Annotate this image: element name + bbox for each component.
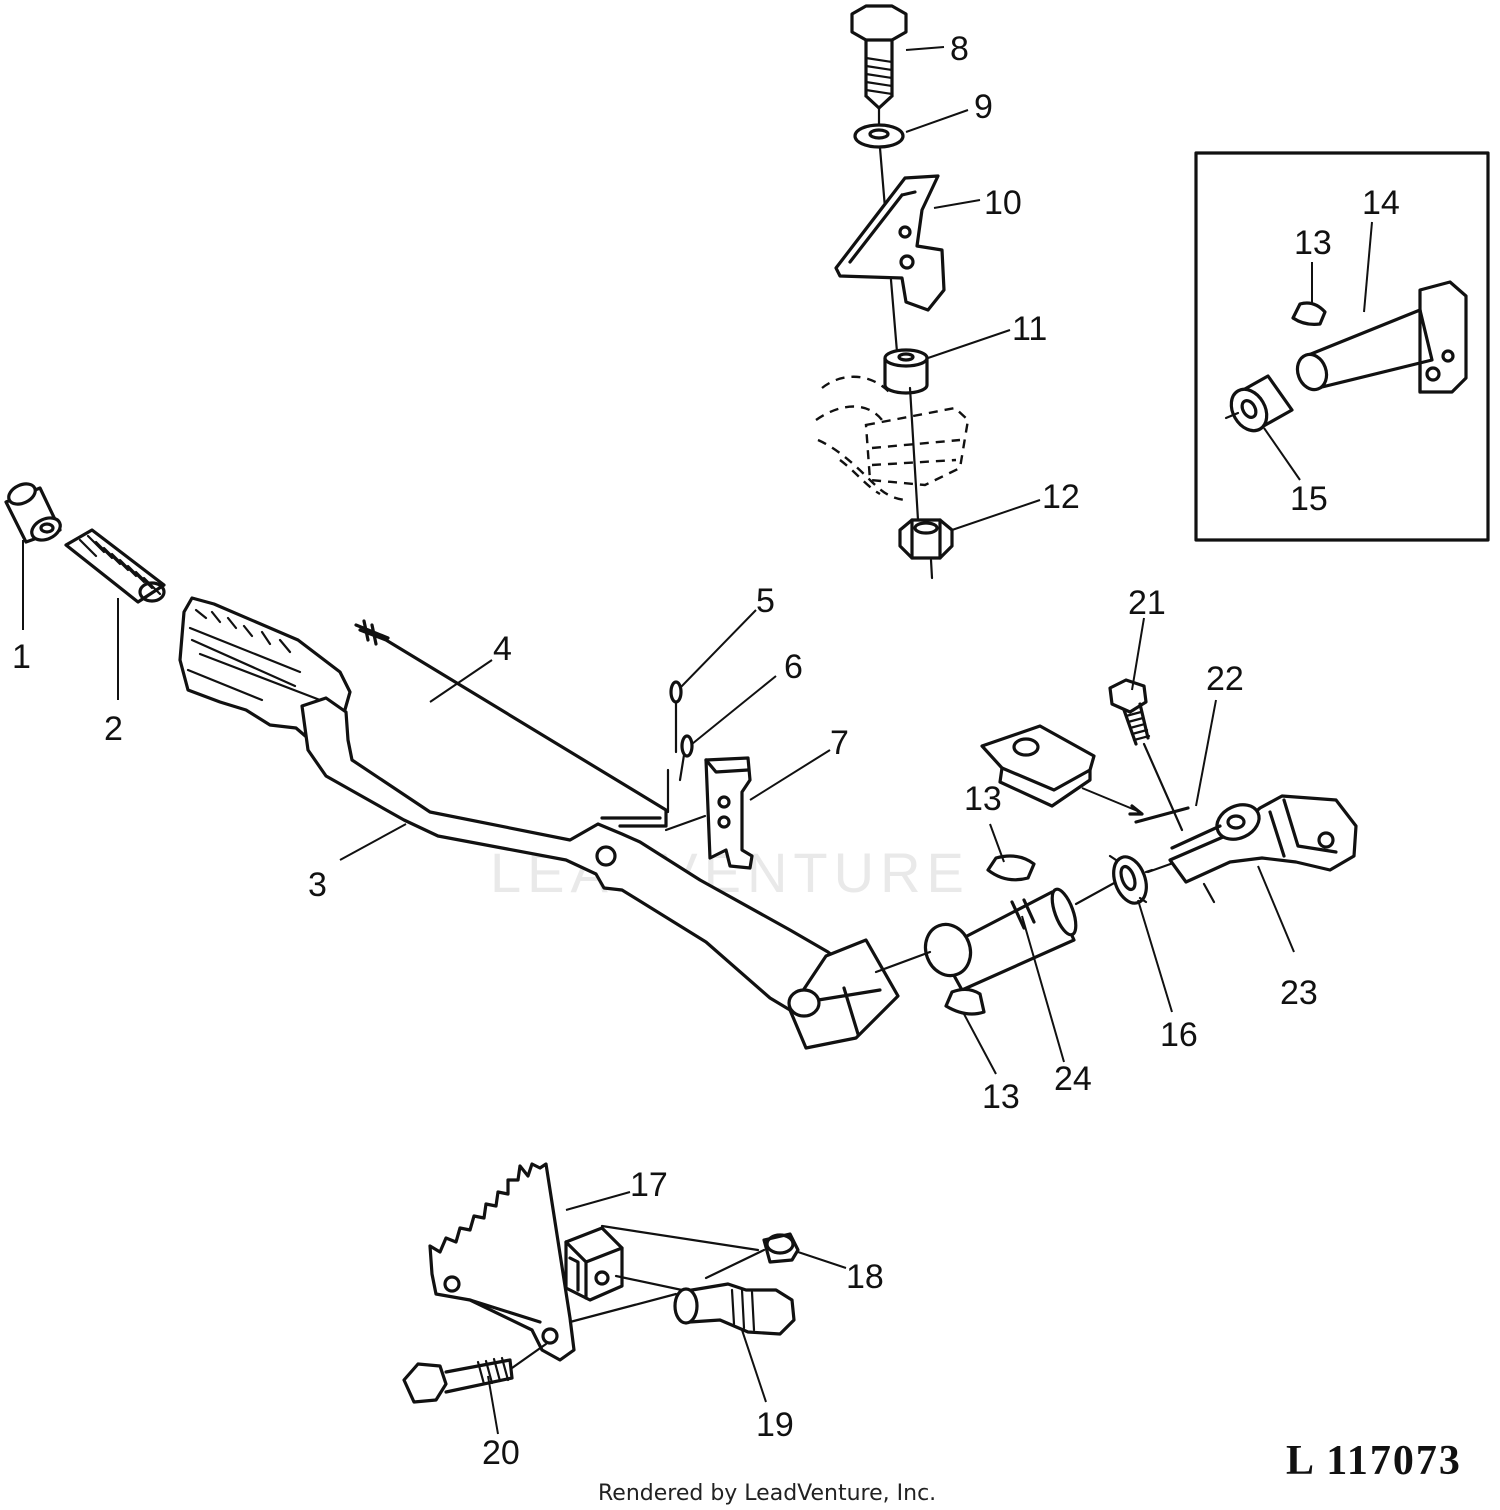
bracket-block — [564, 1226, 624, 1302]
key-13-upper — [986, 854, 1036, 882]
callout-13-upper: 13 — [964, 780, 1002, 818]
sector-17 — [428, 1162, 576, 1362]
callout-14: 14 — [1362, 184, 1400, 222]
callout-18: 18 — [846, 1258, 884, 1296]
credit-line: Rendered by LeadVenture, Inc. — [598, 1481, 936, 1506]
callout-labels: 1 2 3 4 5 6 7 8 9 10 11 12 13 14 15 13 1… — [12, 30, 1400, 1472]
callout-23: 23 — [1280, 974, 1318, 1012]
callout-9: 9 — [974, 88, 993, 126]
callout-20: 20 — [482, 1434, 520, 1472]
callout-21: 21 — [1128, 584, 1166, 622]
pin-19 — [673, 1282, 796, 1336]
callout-24: 24 — [1054, 1060, 1092, 1098]
callout-13-lower: 13 — [982, 1078, 1020, 1116]
rod-4 — [354, 619, 668, 828]
callout-10: 10 — [984, 184, 1022, 222]
frame-mount-outline — [815, 375, 970, 502]
lever-3 — [178, 596, 900, 1050]
callout-5: 5 — [756, 582, 775, 620]
shaft-24 — [923, 887, 1078, 992]
callout-11: 11 — [1012, 310, 1047, 348]
bracket-10 — [834, 174, 946, 312]
plate-washer-top — [980, 724, 1096, 808]
leader-lines — [22, 46, 1373, 1435]
spacer-11 — [883, 348, 929, 395]
nut-12 — [898, 518, 954, 560]
callout-8: 8 — [950, 30, 969, 68]
callout-3: 3 — [308, 866, 327, 904]
figure-id: L 117073 — [1286, 1438, 1462, 1484]
key-13-inset — [1291, 301, 1327, 326]
snap-ring-16 — [1108, 854, 1154, 905]
callout-16: 16 — [1160, 1016, 1198, 1054]
bushing-15 — [1224, 374, 1294, 433]
callout-13-inset: 13 — [1294, 224, 1332, 262]
washer-9 — [853, 123, 905, 149]
callout-1: 1 — [12, 638, 31, 676]
callout-22: 22 — [1206, 660, 1244, 698]
key-13-lower — [944, 987, 986, 1016]
cotter-pin-6 — [678, 734, 694, 782]
callout-2: 2 — [104, 710, 123, 748]
bolt-20 — [402, 1356, 514, 1404]
callout-19: 19 — [756, 1406, 794, 1444]
plate-7 — [704, 756, 754, 870]
spring-2 — [64, 528, 166, 604]
callout-15: 15 — [1290, 480, 1328, 518]
bolt-21 — [1108, 678, 1151, 746]
cap-1 — [4, 482, 62, 544]
callout-6: 6 — [784, 648, 803, 686]
nut-18 — [762, 1232, 800, 1264]
arm-23 — [1168, 794, 1358, 884]
shaft-14 — [1295, 280, 1468, 394]
callout-17: 17 — [630, 1166, 668, 1204]
callout-12: 12 — [1042, 478, 1080, 516]
inset-box — [1194, 151, 1490, 542]
callout-7: 7 — [830, 724, 849, 762]
cotter-pin-5 — [669, 680, 683, 754]
callout-4: 4 — [493, 630, 512, 668]
bolt-8 — [850, 4, 908, 110]
